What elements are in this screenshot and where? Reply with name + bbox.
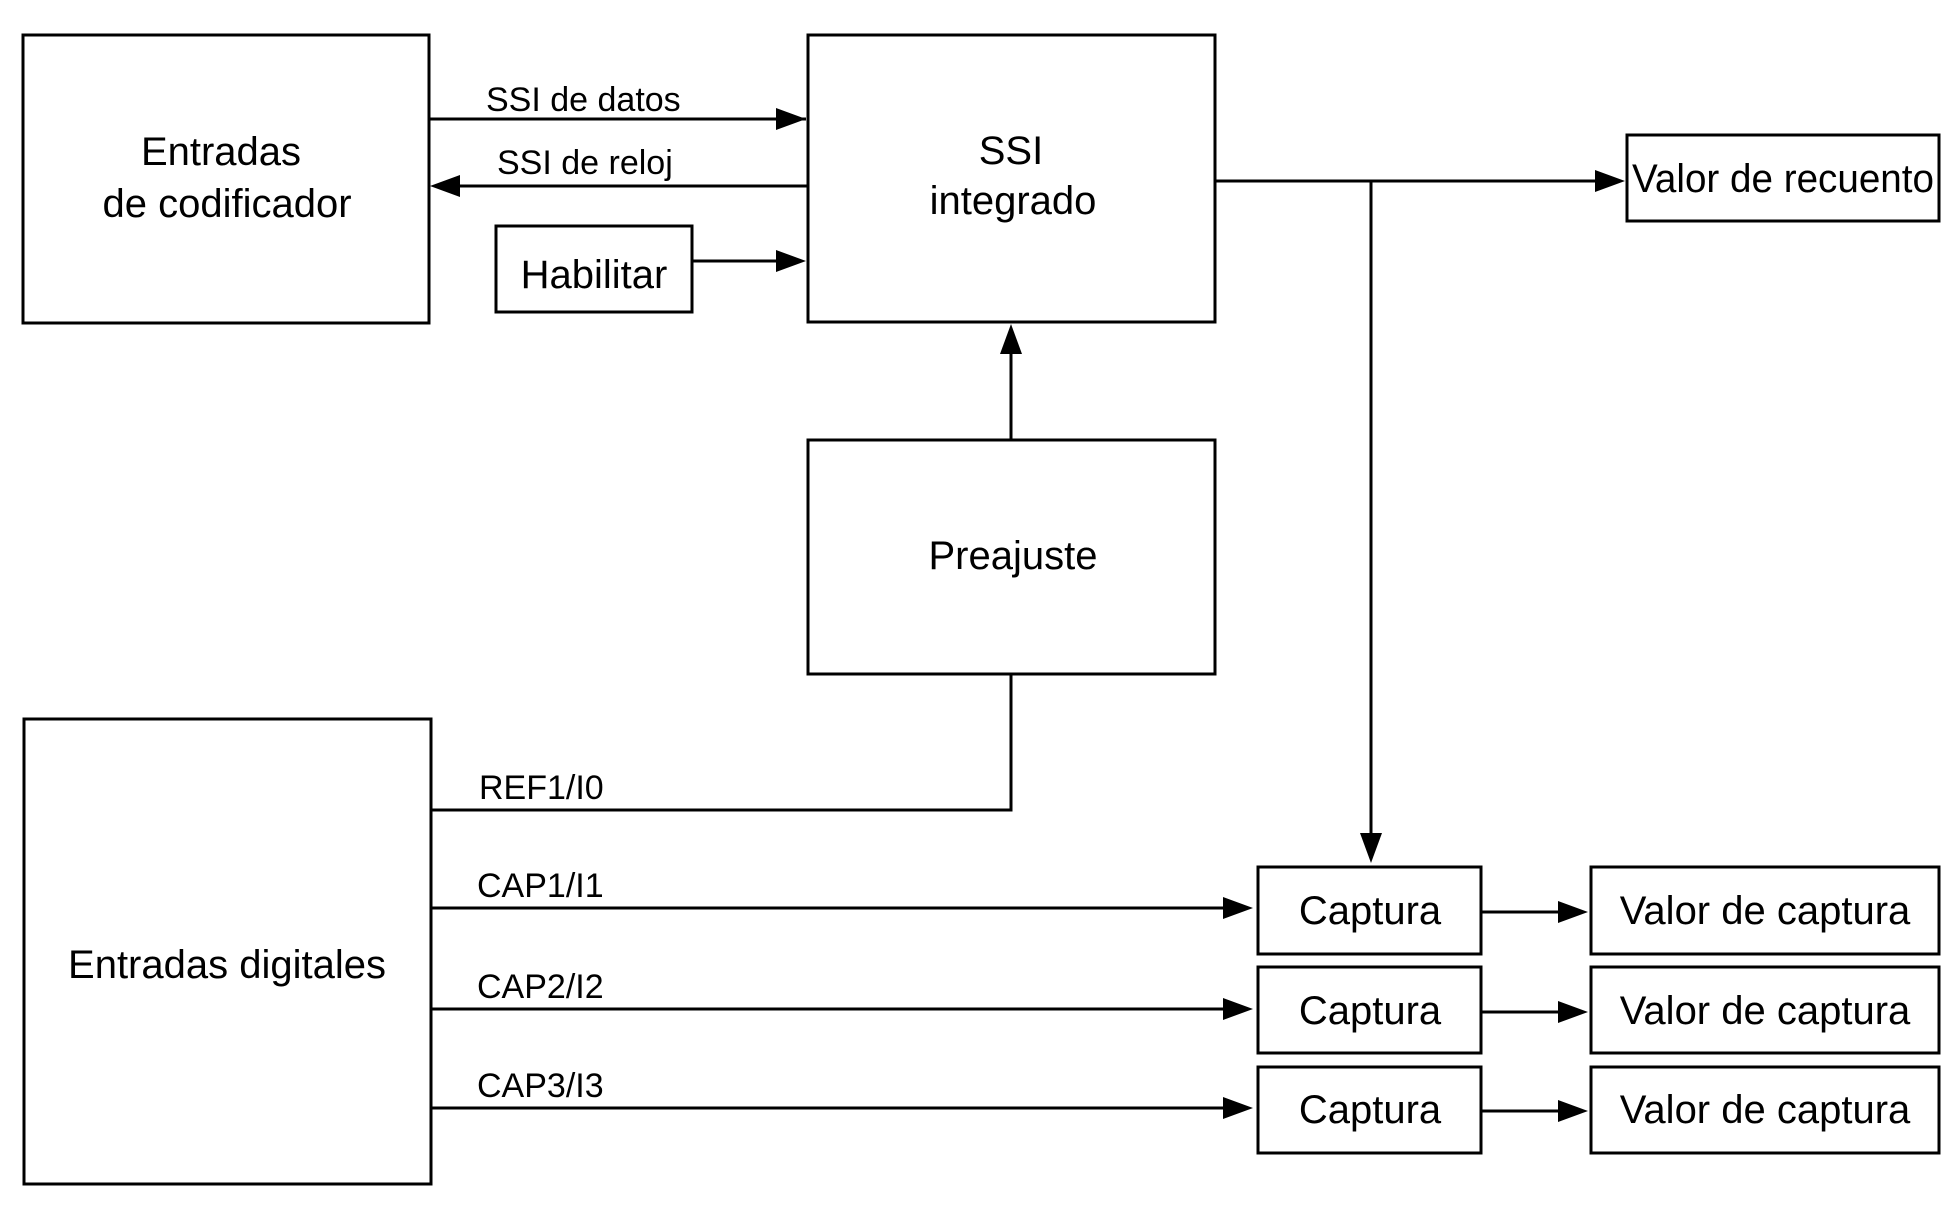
enable-block: Habilitar	[494, 224, 694, 314]
signal-labels: SSI de datos SSI de reloj REF1/I0 CAP1/I…	[477, 81, 681, 1105]
encoder-inputs-block: Entradas de codificador	[21, 33, 431, 325]
ssi-clock-label: SSI de reloj	[497, 144, 673, 182]
encoder-inputs-label-line1: Entradas	[141, 130, 301, 174]
cap1-label: CAP1/I1	[477, 867, 604, 905]
ssi-data-arrowhead	[776, 108, 806, 130]
count-value-label: Valor de recuento	[1632, 157, 1934, 201]
preset-label: Preajuste	[929, 534, 1098, 578]
capture-value-block-3: Valor de captura	[1589, 1065, 1941, 1155]
capture-value-label-2: Valor de captura	[1620, 989, 1911, 1033]
capture2-out-arrowhead	[1558, 1001, 1588, 1023]
capture-block-3: Captura	[1256, 1065, 1483, 1155]
digital-inputs-label: Entradas digitales	[68, 943, 386, 987]
cap2-label: CAP2/I2	[477, 968, 604, 1006]
capture-block-1: Captura	[1256, 865, 1483, 956]
capture-value-label-1: Valor de captura	[1620, 889, 1911, 933]
digital-inputs-block: Entradas digitales	[22, 717, 433, 1186]
ssi-label-line2: integrado	[930, 179, 1097, 223]
capture-value-block-2: Valor de captura	[1589, 965, 1941, 1055]
ssi-data-label: SSI de datos	[486, 81, 681, 119]
capture3-out-arrowhead	[1558, 1100, 1588, 1122]
capture1-out-arrowhead	[1558, 901, 1588, 923]
ssi-label-line1: SSI	[979, 129, 1043, 173]
ref1-label: REF1/I0	[479, 769, 604, 807]
encoder-inputs-label-line2: de codificador	[102, 182, 351, 226]
capture-label-2: Captura	[1299, 989, 1442, 1033]
capture-block-2: Captura	[1256, 965, 1483, 1055]
cap3-arrowhead	[1223, 1097, 1253, 1119]
ssi-to-capture-arrowhead	[1360, 833, 1382, 863]
ref1-wire	[431, 674, 1013, 812]
count-value-arrowhead	[1595, 170, 1625, 192]
enable-label: Habilitar	[521, 253, 668, 297]
cap3-label: CAP3/I3	[477, 1067, 604, 1105]
capture-label-3: Captura	[1299, 1088, 1442, 1132]
capture-value-block-1: Valor de captura	[1589, 865, 1941, 956]
cap1-arrowhead	[1223, 897, 1253, 919]
cap2-arrowhead	[1223, 998, 1253, 1020]
connections	[429, 108, 1625, 1122]
count-value-block: Valor de recuento	[1625, 133, 1941, 223]
preset-to-ssi-arrowhead	[1000, 324, 1022, 354]
capture-label-1: Captura	[1299, 889, 1442, 933]
capture-value-label-3: Valor de captura	[1620, 1088, 1911, 1132]
ssi-clock-arrowhead	[430, 175, 460, 197]
preset-block: Preajuste	[806, 438, 1217, 676]
enable-arrowhead	[776, 250, 806, 272]
ssi-block: SSI integrado	[806, 33, 1217, 324]
